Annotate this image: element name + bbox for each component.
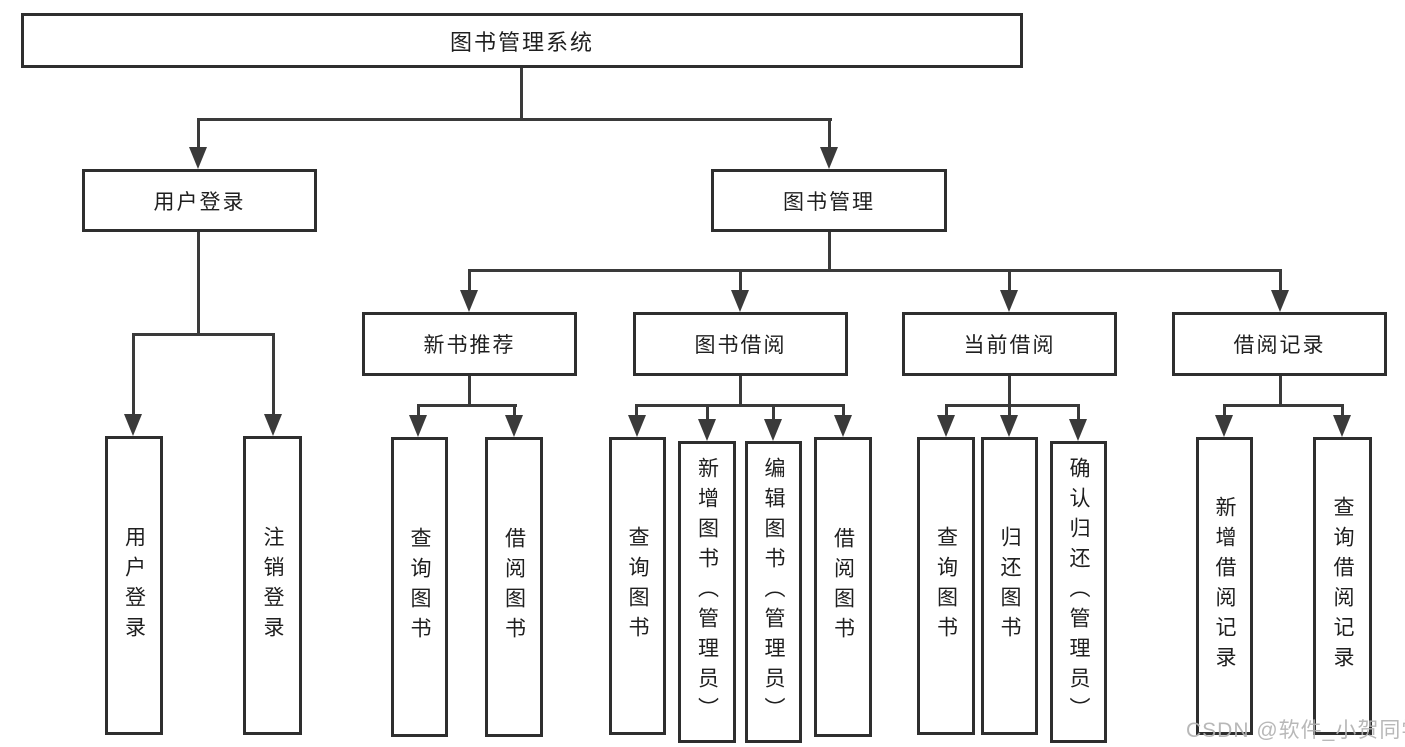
arrow-down-icon: [731, 290, 749, 312]
connector-line: [1279, 376, 1282, 407]
connector-line: [520, 68, 523, 121]
connector-line: [1077, 404, 1080, 421]
leaf-label: 新增借阅记录: [1213, 496, 1236, 676]
arrow-down-icon: [1333, 415, 1351, 437]
arrow-down-icon: [505, 415, 523, 437]
connector-line: [197, 232, 200, 336]
arrow-down-icon: [698, 419, 716, 441]
arrow-down-icon: [834, 415, 852, 437]
node-current-borrowing: 当前借阅: [902, 312, 1117, 376]
connector-line: [1008, 376, 1011, 407]
leaf-label: 借阅图书: [831, 527, 855, 647]
leaf-records-add-record: 新增借阅记录: [1196, 437, 1253, 735]
leaf-recommend-borrow-books: 借阅图书: [485, 437, 543, 737]
leaf-current-query-books: 查询图书: [917, 437, 975, 735]
connector-line: [132, 333, 275, 336]
node-label: 新书推荐: [423, 334, 516, 357]
connector-line: [842, 404, 845, 418]
leaf-label: 借阅图书: [502, 527, 526, 647]
leaf-label: 注销登录: [261, 525, 284, 646]
node-label: 图书管理系统: [449, 29, 594, 55]
node-book-management: 图书管理: [711, 169, 947, 232]
connector-line: [1223, 404, 1344, 407]
node-label: 借阅记录: [1233, 334, 1326, 357]
node-book-borrowing: 图书借阅: [633, 312, 848, 376]
leaf-borrowing-query-books: 查询图书: [609, 437, 666, 735]
leaf-logout: 注销登录: [243, 436, 302, 735]
arrow-down-icon: [1271, 290, 1289, 312]
connector-line: [1279, 269, 1282, 293]
connector-line: [468, 269, 1282, 272]
node-label: 当前借阅: [963, 334, 1056, 357]
connector-line: [417, 404, 517, 407]
connector-line: [513, 404, 516, 418]
leaf-label: 用户登录: [122, 525, 146, 646]
leaf-label: 归还图书: [998, 526, 1021, 646]
leaf-label: 新增图书（管理员）: [695, 457, 719, 727]
connector-line: [1008, 404, 1011, 418]
arrow-down-icon: [1069, 419, 1087, 441]
connector-line: [468, 376, 471, 407]
arrow-down-icon: [460, 290, 478, 312]
connector-line: [132, 333, 135, 416]
connector-line: [272, 333, 275, 416]
csdn-watermark: CSDN @软件_小贺同学: [1186, 719, 1405, 742]
arrow-down-icon: [124, 414, 142, 436]
node-label: 图书借阅: [694, 334, 787, 357]
arrow-down-icon: [1000, 290, 1018, 312]
connector-line: [1341, 404, 1344, 418]
connector-line: [197, 118, 832, 121]
leaf-records-query-record: 查询借阅记录: [1313, 437, 1372, 735]
arrow-down-icon: [1215, 415, 1233, 437]
connector-line: [828, 118, 831, 150]
leaf-current-confirm-return-admin: 确认归还（管理员）: [1050, 441, 1107, 743]
leaf-label: 查询借阅记录: [1331, 496, 1354, 676]
connector-line: [706, 404, 709, 421]
arrow-down-icon: [189, 147, 207, 169]
leaf-label: 确认归还（管理员）: [1067, 457, 1090, 727]
connector-line: [417, 404, 420, 418]
leaf-borrowing-borrow-books: 借阅图书: [814, 437, 872, 737]
leaf-label: 编辑图书（管理员）: [762, 457, 785, 727]
connector-line: [772, 404, 775, 421]
node-new-book-recommend: 新书推荐: [362, 312, 577, 376]
leaf-borrowing-add-books-admin: 新增图书（管理员）: [678, 441, 736, 743]
connector-line: [197, 118, 200, 150]
connector-line: [739, 376, 742, 407]
node-label: 用户登录: [153, 190, 246, 214]
node-user-login: 用户登录: [82, 169, 317, 232]
connector-line: [945, 404, 948, 418]
arrow-down-icon: [820, 147, 838, 169]
connector-line: [945, 404, 1080, 407]
leaf-recommend-query-books: 查询图书: [391, 437, 448, 737]
arrow-down-icon: [937, 415, 955, 437]
connector-line: [468, 269, 471, 293]
leaf-borrowing-edit-books-admin: 编辑图书（管理员）: [745, 441, 802, 743]
leaf-user-login: 用户登录: [105, 436, 163, 735]
connector-line: [828, 232, 831, 272]
arrow-down-icon: [1000, 415, 1018, 437]
connector-line: [635, 404, 845, 407]
leaf-label: 查询图书: [626, 526, 649, 646]
arrow-down-icon: [264, 414, 282, 436]
arrow-down-icon: [764, 419, 782, 441]
connector-line: [739, 269, 742, 293]
leaf-label: 查询图书: [934, 526, 958, 646]
node-label: 图书管理: [783, 190, 875, 214]
connector-line: [635, 404, 638, 418]
arrow-down-icon: [409, 415, 427, 437]
connector-line: [1008, 269, 1011, 293]
arrow-down-icon: [628, 415, 646, 437]
connector-line: [1223, 404, 1226, 418]
node-library-management-system: 图书管理系统: [21, 13, 1023, 68]
leaf-current-return-books: 归还图书: [981, 437, 1038, 735]
node-borrowing-records: 借阅记录: [1172, 312, 1387, 376]
leaf-label: 查询图书: [408, 527, 431, 647]
